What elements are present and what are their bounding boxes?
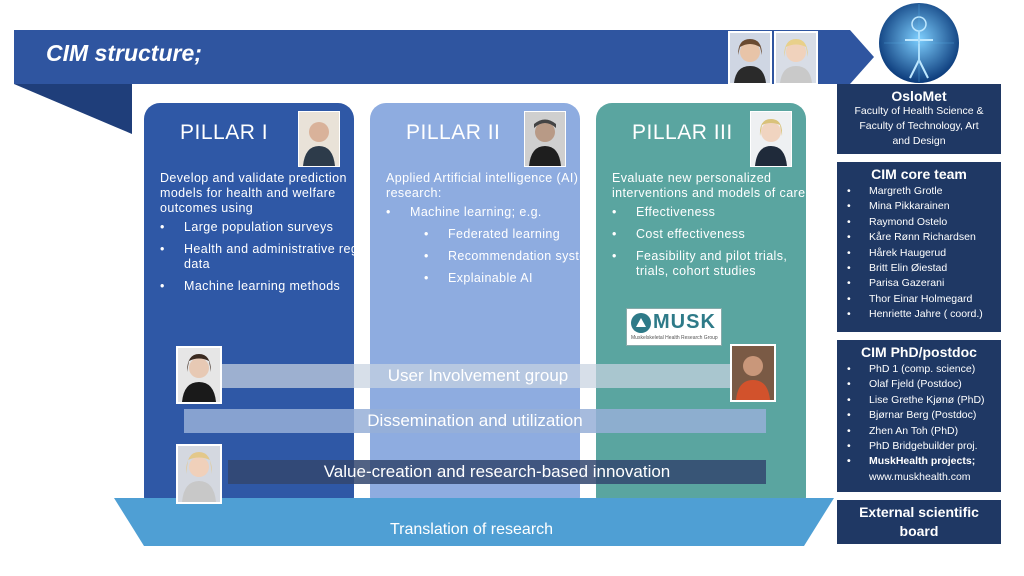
user-involvement-band: User Involvement group (218, 364, 738, 388)
core-team-member: Hårek Haugerud (841, 246, 1001, 262)
value-creation-band: Value-creation and research-based innova… (228, 460, 766, 484)
musk-projects-label: MuskHealth projects; (841, 454, 1001, 470)
pillar-1-portrait (298, 111, 340, 167)
value-creation-portrait (176, 444, 222, 504)
phd-member: Olaf Fjeld (Postdoc) (841, 377, 1001, 393)
musk-logo-icon (631, 313, 651, 333)
pillar-3-clip: Evaluate new personalized interventions … (596, 103, 806, 403)
pillar-2-portrait (524, 111, 566, 167)
pillar-2-body: Applied Artificial intelligence (AI) res… (386, 171, 580, 293)
pillar-2-sub-bullet: Explainable AI (386, 271, 580, 286)
pillar-1-intro: Develop and validate prediction models f… (160, 171, 347, 215)
translation-base (114, 498, 834, 546)
header-portrait-2 (774, 31, 818, 85)
pillar-3-intro: Evaluate new personalized interventions … (612, 171, 806, 200)
header-portrait-1 (728, 31, 772, 85)
phd-member: Zhen An Toh (PhD) (841, 424, 1001, 440)
core-team-title: CIM core team (871, 166, 967, 182)
page-title: CIM structure; (46, 40, 202, 66)
pillar-3: PILLAR III Evaluate new personalized int… (596, 103, 806, 513)
pillar-1-bullet: Large population surveys (160, 220, 354, 235)
board-box: External scientific board (837, 500, 1001, 544)
pillar-2-intro: Applied Artificial intelligence (AI) res… (386, 171, 579, 200)
pillar-2-clip: Applied Artificial intelligence (AI) res… (370, 103, 580, 403)
core-team-member: Margreth Grotle (841, 184, 1001, 200)
header-banner (14, 30, 874, 84)
core-team-member: Henriette Jahre ( coord.) (841, 307, 1001, 323)
pillar-1-body: Develop and validate prediction models f… (160, 171, 354, 301)
phd-member: PhD Bridgebuilder proj. (841, 439, 1001, 455)
dissemination-band: Dissemination and utilization (184, 409, 766, 433)
pillar-2-bullet: Machine learning; e.g. (386, 205, 580, 220)
pillar-2-sub-bullet: Federated learning (386, 227, 580, 242)
phd-member: Bjørnar Berg (Postdoc) (841, 408, 1001, 424)
core-team-list: Margreth Grotle Mina Pikkarainen Raymond… (837, 184, 1001, 323)
pillar-3-bullet: Effectiveness (612, 205, 806, 220)
core-team-member: Raymond Ostelo (841, 215, 1001, 231)
banner-fold (14, 84, 132, 134)
oslomet-title: OsloMet (891, 88, 947, 104)
pillar-1-clip: Develop and validate prediction models f… (144, 103, 354, 403)
pillar-3-list: Effectiveness Cost effectiveness Feasibi… (612, 205, 806, 279)
core-team-member: Britt Elin Øiestad (841, 261, 1001, 277)
phd-title: CIM PhD/postdoc (861, 344, 977, 360)
core-team-member: Parisa Gazerani (841, 276, 1001, 292)
pillar-3-bullet: Feasibility and pilot trials, trials, co… (612, 249, 806, 279)
pillar-3-body: Evaluate new personalized interventions … (612, 171, 806, 286)
oslomet-box: OsloMet Faculty of Health Science & Facu… (837, 84, 1001, 154)
oslomet-line: and Design (892, 135, 946, 147)
pillar-2: PILLAR II Applied Artificial intelligenc… (370, 103, 580, 513)
translation-label: Translation of research (390, 521, 554, 538)
pillar-3-portrait (750, 111, 792, 167)
pillar-1-title: PILLAR I (180, 121, 269, 144)
pillar-2-title: PILLAR II (406, 121, 501, 144)
musk-logo-text: MUSK (653, 311, 716, 333)
oslomet-globe-icon (879, 3, 959, 83)
pillar-2-list: Machine learning; e.g. Federated learnin… (386, 205, 580, 286)
phd-member: PhD 1 (comp. science) (841, 362, 1001, 378)
core-team-box: CIM core team Margreth Grotle Mina Pikka… (837, 162, 1001, 332)
oslomet-line: Faculty of Health Science & (854, 105, 984, 117)
core-team-member: Thor Einar Holmegard (841, 292, 1001, 308)
pillar-1-bullet: Health and administrative registry data (160, 242, 354, 272)
user-group-portrait-right (730, 344, 776, 402)
pillar-3-title: PILLAR III (632, 121, 733, 144)
phd-box: CIM PhD/postdoc PhD 1 (comp. science) Ol… (837, 340, 1001, 492)
musk-logo-subtext: Muskelskeletal Health Research Group (631, 335, 718, 341)
user-group-portrait-left (176, 346, 222, 404)
pillar-2-sub-bullet: Recommendation systems (386, 249, 580, 264)
musk-logo: MUSK Muskelskeletal Health Research Grou… (626, 308, 722, 346)
phd-member: Lise Grethe Kjønø (PhD) (841, 393, 1001, 409)
oslomet-line: Faculty of Technology, Art (859, 120, 979, 132)
pillar-1-bullet: Machine learning methods (160, 279, 354, 294)
core-team-member: Mina Pikkarainen (841, 199, 1001, 215)
phd-list: PhD 1 (comp. science) Olaf Fjeld (Postdo… (837, 362, 1001, 485)
musk-url[interactable]: www.muskhealth.com (869, 470, 971, 483)
pillar-1-list: Large population surveys Health and admi… (160, 220, 354, 294)
pillar-3-bullet: Cost effectiveness (612, 227, 806, 242)
board-title: External scientific board (859, 504, 979, 539)
core-team-member: Kåre Rønn Richardsen (841, 230, 1001, 246)
